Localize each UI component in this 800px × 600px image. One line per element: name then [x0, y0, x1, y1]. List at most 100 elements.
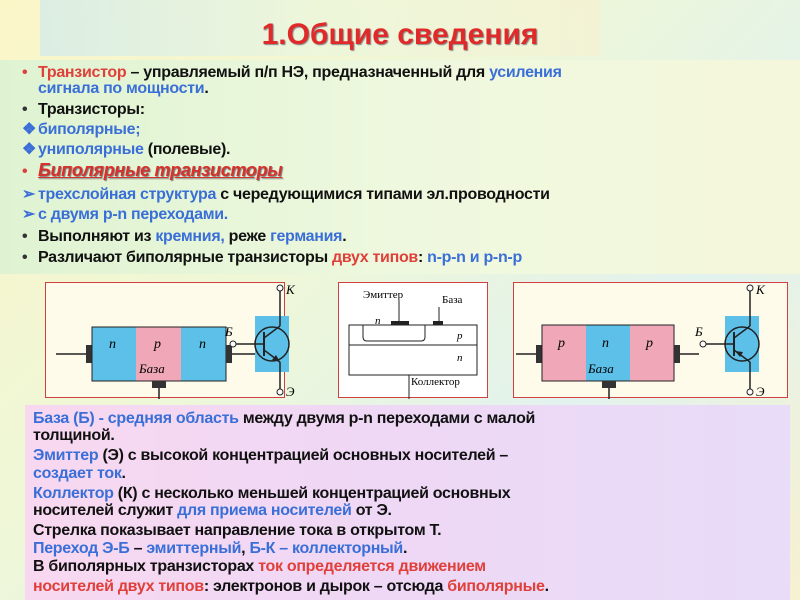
text-segment: Переход Э-Б — [33, 540, 130, 557]
layer-label: p — [153, 337, 161, 352]
base-terminal-label: Б — [694, 324, 703, 339]
bullet-icon: ➢ — [22, 206, 36, 223]
text-segment: В биполярных транзисторах — [33, 558, 259, 575]
text-segment: Выполняют из — [38, 228, 156, 245]
n-label: n — [457, 352, 463, 364]
text-line: ➢с двумя p-n переходами. — [22, 206, 228, 223]
text-segment: (К) с несколько меньшей концентрацией ос… — [113, 485, 511, 502]
emitter-label: Эмиттер — [363, 289, 404, 301]
text-segment: . — [402, 540, 408, 557]
text-segment: с двумя p-n переходами. — [38, 206, 228, 223]
text-segment: толщиной. — [33, 427, 115, 444]
text-segment: униполярные — [38, 141, 144, 158]
structure-svg: Эмиттер База n p n Коллектор — [348, 289, 478, 399]
structure-diagram: Эмиттер База n p n Коллектор — [338, 282, 488, 399]
collector-terminal-label: К — [755, 282, 766, 297]
text-segment: (Э) с высокой концентрацией основных нос… — [98, 447, 509, 464]
bullet-icon: • — [22, 228, 28, 245]
text-segment: трехслойная структура — [38, 186, 217, 203]
emitter-terminal-label: Э — [286, 384, 295, 399]
text-line: • Транзистор – управляемый п/п НЭ, предна… — [22, 64, 562, 81]
bullet-icon: ❖ — [22, 141, 37, 158]
text-line: •Транзисторы: — [22, 101, 145, 118]
text-segment: . — [342, 228, 347, 245]
base-terminal-label: Б — [224, 324, 233, 339]
n-region — [92, 327, 136, 381]
n-region — [586, 325, 630, 381]
p-region — [542, 325, 586, 381]
text-segment: : электронов и дырок – отсюда — [203, 578, 448, 595]
text-segment: , — [241, 540, 250, 557]
text-line: • Выполняют из кремния, реже германия. — [22, 228, 347, 245]
bullet-icon: ➢ — [22, 186, 36, 203]
text-segment: База (Б) - — [33, 410, 108, 427]
text-segment: Различают биполярные транзисторы — [38, 249, 332, 266]
base-label: База — [587, 361, 614, 376]
bullet-icon: • — [22, 64, 28, 81]
pnp-structure-svg: p n p База — [516, 324, 699, 399]
text-segment: ток определяется движением — [258, 558, 486, 575]
p-label: p — [456, 330, 463, 342]
text-segment: от Э. — [351, 502, 392, 519]
layer-label: n — [199, 337, 206, 352]
text-segment: реже — [224, 228, 271, 245]
text-segment: Биполярные транзисторы — [38, 160, 283, 180]
text-line: носителей двух типов: электронов и дырок… — [33, 578, 549, 596]
base-label: База — [442, 294, 463, 306]
text-segment: эмиттерный — [146, 540, 242, 557]
text-segment: создает ток — [33, 465, 122, 482]
text-line: толщиной. — [33, 427, 115, 445]
text-segment: кремния, — [155, 228, 225, 245]
text-segment: носителей служит — [33, 502, 178, 519]
text-segment: Транзисторы: — [38, 101, 145, 118]
text-segment: между двумя p-n переходами с малой — [238, 410, 536, 427]
text-segment: с чередующимися типами эл.проводности — [216, 186, 550, 203]
bullet-icon: • — [22, 249, 28, 266]
bullet-icon: • — [22, 163, 28, 180]
text-line: • Биполярные транзисторы — [22, 160, 283, 180]
text-segment: Транзистор — [38, 64, 127, 81]
text-segment: усиления — [489, 64, 562, 81]
layer-label: p — [645, 336, 653, 351]
text-line: создает ток. — [33, 465, 126, 483]
text-segment: биполярные — [447, 578, 545, 595]
bullet-icon: ❖ — [22, 121, 37, 138]
text-segment: Б-К – коллекторный — [249, 540, 403, 557]
intro-panel — [0, 60, 800, 274]
text-segment: – управляемый п/п НЭ, предназначенный дл… — [126, 64, 490, 81]
layer-label: p — [557, 336, 565, 351]
npn-structure-svg: n p n База — [56, 326, 256, 399]
title-bar — [40, 0, 600, 56]
emitter-terminal-label: Э — [756, 384, 765, 399]
text-line: Коллектор (К) с несколько меньшей концен… — [33, 485, 511, 503]
text-segment: носителей двух типов — [33, 578, 204, 595]
p-region — [630, 325, 674, 381]
explanation-panel: База (Б) - средняя область между двумя p… — [25, 405, 790, 600]
text-segment: . — [121, 465, 126, 482]
text-segment: биполярные; — [38, 121, 141, 138]
text-line: сигнала по мощности. — [22, 80, 209, 97]
text-segment: для приема носителей — [177, 502, 352, 519]
text-segment: . — [544, 578, 549, 595]
text-segment: средняя область — [107, 410, 239, 427]
text-line: ❖биполярные; — [22, 121, 141, 138]
text-line: носителей служит для приема носителей от… — [33, 502, 392, 520]
text-segment: : — [417, 249, 428, 266]
text-line: Эмиттер (Э) с высокой концентрацией осно… — [33, 447, 508, 465]
p-region — [136, 327, 181, 381]
slide-title: 1.Общие сведения — [261, 18, 539, 51]
text-segment: (полевые). — [143, 141, 231, 158]
n-region — [181, 327, 226, 381]
text-segment: Эмиттер — [33, 447, 99, 464]
pnp-symbol: Б К Э — [694, 282, 766, 399]
text-segment: . — [204, 80, 209, 97]
layer-label: n — [109, 337, 116, 352]
text-line: ➢трехслойная структура с чередующимися т… — [22, 186, 550, 203]
text-segment: Стрелка показывает направление тока в от… — [33, 522, 442, 539]
text-line: База (Б) - средняя область между двумя p… — [33, 410, 535, 428]
text-segment: германия — [270, 228, 343, 245]
text-segment: – — [129, 540, 147, 557]
text-line: Стрелка показывает направление тока в от… — [33, 522, 442, 540]
text-segment: сигнала по мощности — [38, 80, 205, 97]
collector-label: Коллектор — [411, 376, 460, 388]
